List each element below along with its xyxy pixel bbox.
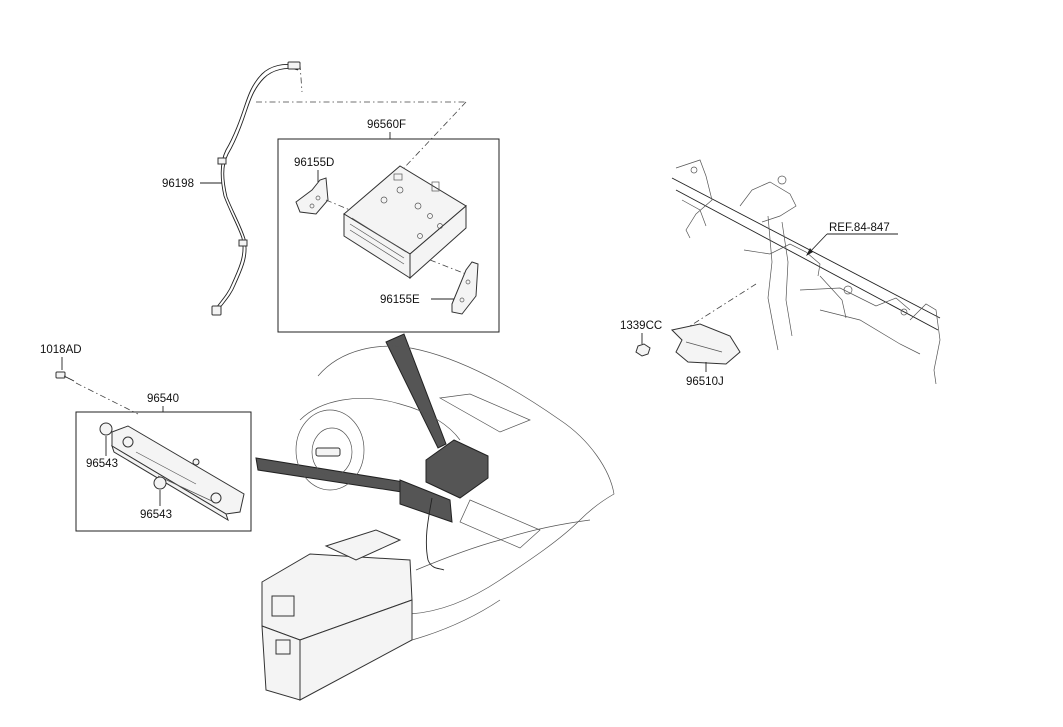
callout-pointer-control-panel [255,457,405,493]
cowl-cross-bar [671,159,941,385]
nut [635,343,651,357]
wiring-harness [211,61,303,316]
dashed-module [689,283,757,327]
dashboard-illustration [261,345,615,701]
label-96540: 96540 [147,393,179,405]
label-96543-lower: 96543 [140,509,172,521]
label-1018AD: 1018AD [40,344,82,356]
label-96155E: 96155E [380,294,420,306]
head-unit-group-box [277,138,500,333]
control-panel [111,425,245,522]
label-96510J: 96510J [686,376,724,388]
label-96155D: 96155D [294,157,334,169]
label-96560F: 96560F [367,119,406,131]
label-1339CC: 1339CC [620,320,662,332]
module [670,323,741,365]
screw [55,371,75,382]
knob-lower [153,476,167,490]
dashed-bracket-left [325,199,351,211]
callout-pointer-head-unit [385,333,447,449]
label-96198: 96198 [162,178,194,190]
control-panel-group-box [75,411,252,532]
label-ref-84-847: REF.84-847 [829,222,890,234]
dashed-screw [75,382,139,415]
dashed-bracket-right [429,259,467,275]
ref-arrow-icon [806,248,813,256]
av-head-unit [343,165,467,280]
knob-upper [99,422,113,436]
bracket-right [451,261,479,315]
bracket-left [295,177,329,215]
label-96543-upper: 96543 [86,458,118,470]
dashed-guide-harness-diag [403,101,467,169]
